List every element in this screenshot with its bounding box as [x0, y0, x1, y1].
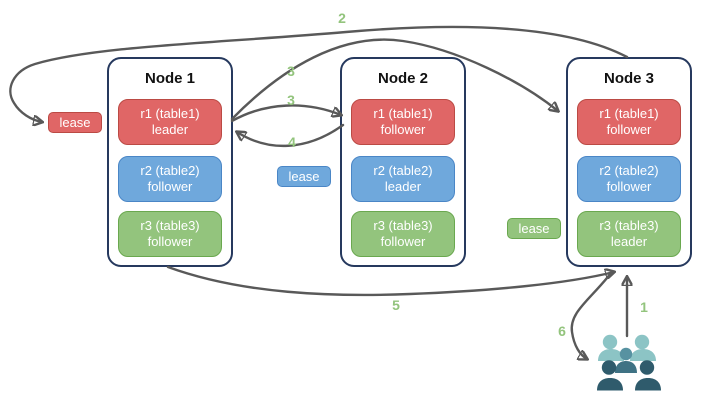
arrow-2-gateway-to-leaseholder [9, 25, 629, 122]
node2-replica-r2: r2 (table2) leader [351, 156, 455, 202]
replica-name: r3 (table3) [599, 217, 659, 233]
node1-replica-r1: r1 (table1) leader [118, 99, 222, 145]
step-label-6: 6 [558, 323, 566, 339]
node3-replica-r3: r3 (table3) leader [577, 211, 681, 257]
node-2-title: Node 2 [377, 70, 428, 87]
node3-replica-r1: r1 (table1) follower [577, 99, 681, 145]
replica-name: r1 (table1) [140, 105, 200, 121]
replica-name: r1 (table1) [373, 105, 433, 121]
node-3: Node 3 r1 (table1) follower r2 (table2) … [566, 57, 692, 267]
node2-replica-r1: r1 (table1) follower [351, 99, 455, 145]
replica-role: follower [147, 179, 193, 194]
node1-replica-r2: r2 (table2) follower [118, 156, 222, 202]
step-label-2: 2 [338, 10, 346, 26]
replica-role: leader [384, 179, 422, 194]
replica-name: r2 (table2) [373, 162, 433, 178]
node-2: Node 2 r1 (table1) follower r2 (table2) … [340, 57, 466, 267]
lease-badge-blue: lease [277, 166, 331, 187]
replica-role: follower [606, 122, 652, 137]
node-1: Node 1 r1 (table1) leader r2 (table2) fo… [107, 57, 233, 267]
node2-replica-r3: r3 (table3) follower [351, 211, 455, 257]
replica-role: follower [380, 122, 426, 137]
replica-name: r3 (table3) [140, 217, 200, 233]
node-1-title: Node 1 [144, 70, 195, 87]
lease-badge-red: lease [48, 112, 102, 133]
replica-name: r2 (table2) [599, 162, 659, 178]
replica-name: r3 (table3) [373, 217, 433, 233]
step-label-5: 5 [392, 297, 400, 313]
replica-name: r2 (table2) [140, 162, 200, 178]
step-label-3b: 3 [287, 92, 295, 108]
replica-role: follower [147, 234, 193, 249]
node3-replica-r2: r2 (table2) follower [577, 156, 681, 202]
replica-role: leader [151, 122, 189, 137]
replica-name: r1 (table1) [599, 105, 659, 121]
users-group-icon [597, 334, 661, 391]
arrow-5-response-to-gateway [166, 265, 614, 297]
step-label-4: 4 [288, 134, 296, 150]
node-3-title: Node 3 [603, 70, 654, 87]
step-label-1: 1 [640, 299, 648, 315]
replica-role: follower [606, 179, 652, 194]
lease-badge-green: lease [507, 218, 561, 239]
step-label-3a: 3 [287, 63, 295, 79]
node1-replica-r3: r3 (table3) follower [118, 211, 222, 257]
replica-role: leader [610, 234, 648, 249]
replica-role: follower [380, 234, 426, 249]
